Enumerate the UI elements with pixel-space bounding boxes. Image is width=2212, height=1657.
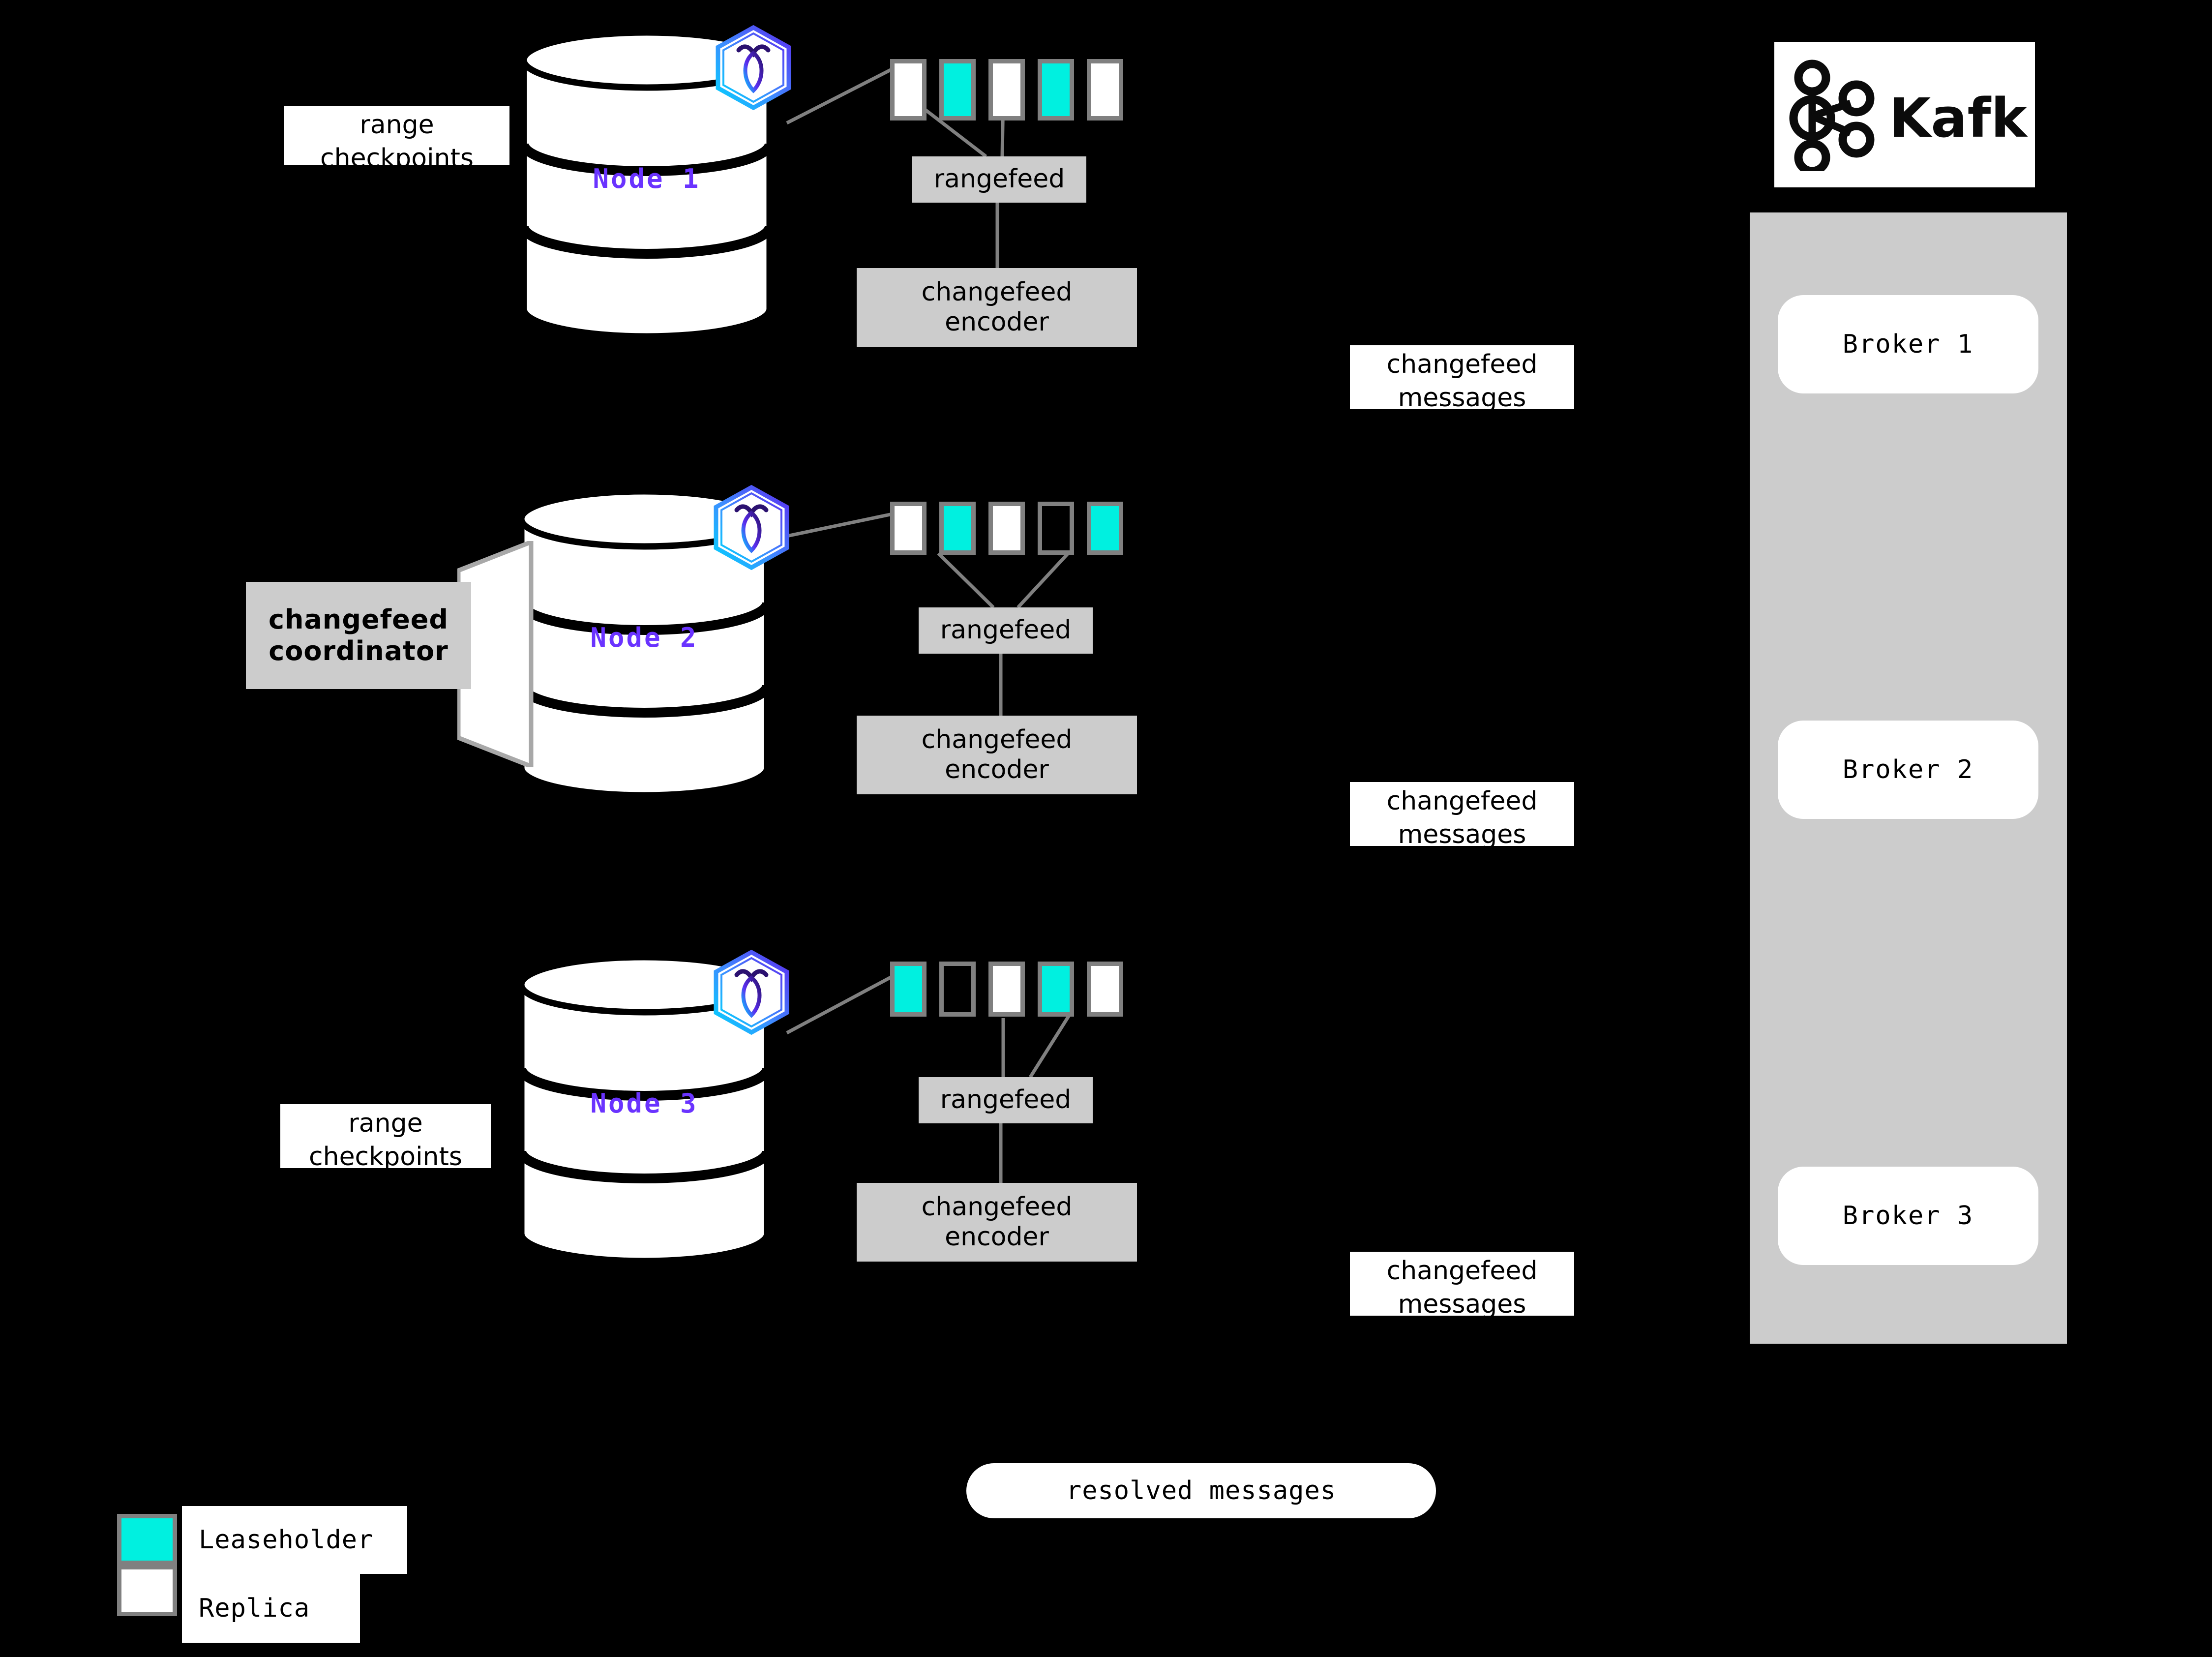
node-3-label: Node 3 <box>590 1088 698 1119</box>
node-3-rangefeed-box[interactable]: rangefeed <box>919 1077 1093 1123</box>
range-box[interactable] <box>890 962 927 1017</box>
range-box[interactable] <box>1087 962 1123 1017</box>
range-box[interactable] <box>890 59 927 121</box>
node-3-range-checkpoints-label: range checkpoints <box>280 1104 491 1168</box>
range-box[interactable] <box>1038 962 1074 1017</box>
range-box[interactable] <box>1087 502 1123 555</box>
kafka-logo-icon: Kafka <box>1789 60 2028 171</box>
legend-label-leaseholder: Leaseholder <box>182 1506 407 1574</box>
database-cylinder-icon <box>516 488 772 798</box>
range-box[interactable] <box>939 962 976 1017</box>
broker-1-box[interactable]: Broker 1 <box>1778 295 2038 393</box>
range-box[interactable] <box>988 502 1025 555</box>
node-3-changefeed-encoder-box[interactable]: changefeed encoder <box>857 1183 1137 1262</box>
node-3-changefeed-messages-label: changefeed messages <box>1350 1252 1574 1316</box>
broker-3-box[interactable]: Broker 3 <box>1778 1167 2038 1265</box>
leaseholder-swatch-icon <box>117 1514 177 1565</box>
cockroachdb-hex-logo-icon <box>714 25 793 111</box>
range-box[interactable] <box>1038 502 1074 555</box>
database-cylinder-icon <box>519 30 775 339</box>
kafka-logo-panel: Kafka <box>1774 42 2035 187</box>
range-box[interactable] <box>988 962 1025 1017</box>
node-3-range-row <box>890 962 1136 1025</box>
coordinator-callout-wedge <box>457 541 534 767</box>
node-3-cylinder: Node 3 <box>516 954 772 1264</box>
node-1-changefeed-messages-label: changefeed messages <box>1350 345 1574 409</box>
node-2-rangefeed-box[interactable]: rangefeed <box>919 607 1093 654</box>
range-box[interactable] <box>939 59 976 121</box>
range-box[interactable] <box>1087 59 1123 121</box>
range-box[interactable] <box>890 502 927 555</box>
node-2-changefeed-encoder-box[interactable]: changefeed encoder <box>857 716 1137 794</box>
range-box[interactable] <box>939 502 976 555</box>
cockroachdb-hex-logo-icon <box>712 484 791 571</box>
broker-2-box[interactable]: Broker 2 <box>1778 721 2038 819</box>
node-1-rangefeed-box[interactable]: rangefeed <box>912 156 1086 203</box>
node-1-range-checkpoints-label: range checkpoints <box>284 106 509 165</box>
node-1-label: Node 1 <box>593 163 701 194</box>
database-cylinder-icon <box>516 954 772 1264</box>
range-box[interactable] <box>1038 59 1074 121</box>
changefeed-coordinator-box[interactable]: changefeed coordinator <box>246 582 471 689</box>
kafka-logo-text: Kafka <box>1889 87 2028 150</box>
node-2-range-row <box>890 502 1136 566</box>
replica-swatch-icon <box>117 1565 177 1616</box>
node-1-cylinder: Node 1 <box>519 30 775 339</box>
node-1-changefeed-encoder-box[interactable]: changefeed encoder <box>857 268 1137 347</box>
node-2-cylinder: Node 2 <box>516 488 772 798</box>
cockroachdb-hex-logo-icon <box>712 949 791 1035</box>
node-2-changefeed-messages-label: changefeed messages <box>1350 782 1574 846</box>
range-box[interactable] <box>988 59 1025 121</box>
legend-label-replica: Replica <box>182 1574 360 1643</box>
resolved-messages-pill: resolved messages <box>966 1463 1436 1518</box>
node-1-range-row <box>890 59 1136 123</box>
node-2-label: Node 2 <box>590 622 698 653</box>
